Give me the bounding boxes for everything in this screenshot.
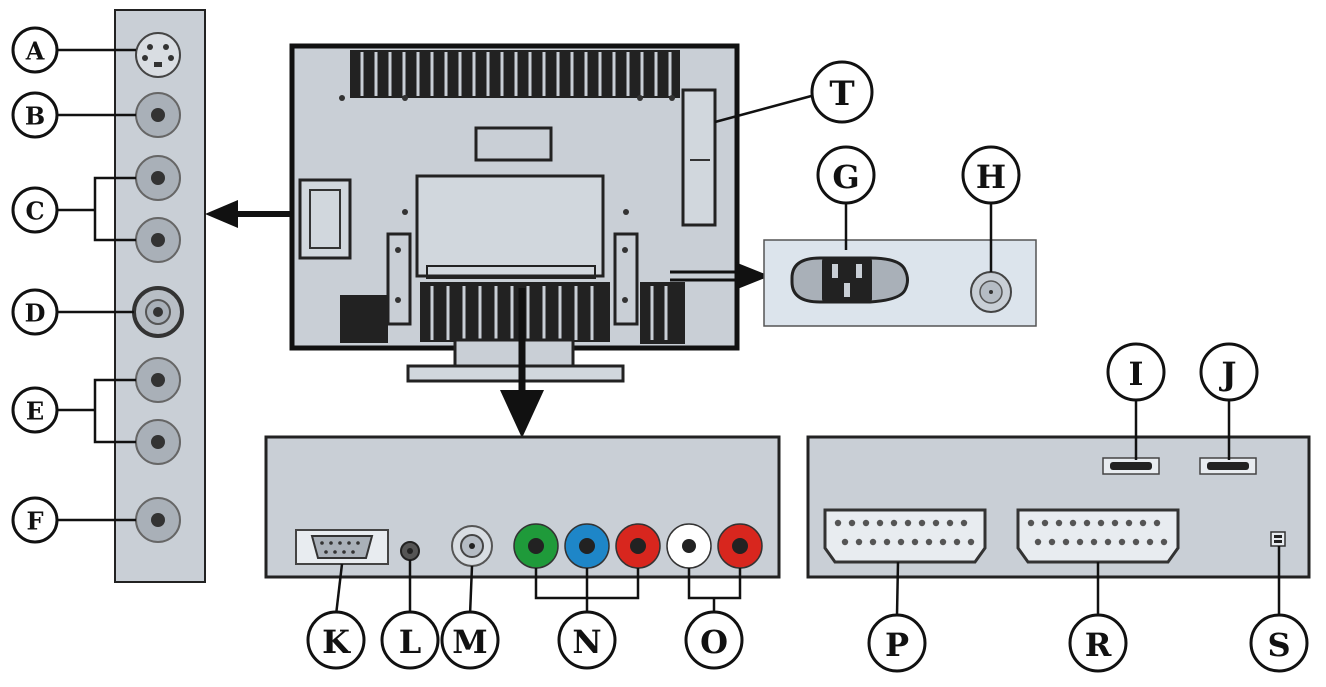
tv-back: [289, 43, 740, 383]
label-t: T: [714, 60, 874, 124]
side-jack-f: [135, 497, 181, 543]
arrow-to-bottom-panel: [500, 288, 544, 438]
svg-text:F: F: [26, 507, 43, 536]
svg-text:I: I: [1129, 355, 1144, 393]
svg-text:S: S: [1267, 626, 1290, 664]
svg-text:M: M: [452, 623, 487, 661]
svg-text:J: J: [1218, 355, 1236, 393]
svg-text:E: E: [26, 397, 44, 426]
vga-port: [295, 529, 389, 565]
coax-jack: [451, 525, 493, 567]
svg-text:N: N: [572, 623, 601, 661]
audio-mini-jack: [400, 541, 420, 561]
label-d: D: [11, 288, 59, 336]
svg-text:D: D: [25, 299, 46, 328]
label-o: O: [684, 610, 744, 670]
side-jack-d: [132, 286, 184, 338]
slot-i: [1102, 457, 1160, 475]
side-jack-e2: [135, 419, 181, 465]
label-b: B: [11, 91, 59, 139]
label-l: L: [380, 610, 440, 670]
side-jack-c1: [135, 155, 181, 201]
scart-port-2: [1016, 508, 1180, 564]
audio-jack-red: [717, 523, 763, 569]
label-g: G: [816, 145, 876, 250]
label-n: N: [557, 610, 617, 670]
svg-text:A: A: [25, 37, 45, 66]
svg-text:L: L: [399, 623, 422, 661]
label-i: I: [1106, 342, 1166, 402]
svg-text:P: P: [885, 626, 909, 664]
side-jack-c2: [135, 217, 181, 263]
component-jack-red: [615, 523, 661, 569]
audio-jack-white: [666, 523, 712, 569]
label-c: C: [11, 186, 59, 234]
label-e: E: [11, 386, 59, 434]
label-j: J: [1199, 342, 1259, 402]
side-jack-e1: [135, 357, 181, 403]
svg-text:G: G: [832, 158, 859, 196]
label-h: H: [961, 145, 1021, 272]
arrow-to-side-panel: [205, 200, 294, 228]
av-leader-lines: [334, 560, 742, 616]
slot-j: [1199, 457, 1257, 475]
label-a: A: [11, 26, 59, 74]
label-s: S: [1249, 613, 1309, 673]
svg-text:C: C: [25, 197, 44, 226]
svg-text:K: K: [322, 623, 351, 661]
svg-text:T: T: [829, 74, 854, 114]
component-jack-green: [513, 523, 559, 569]
label-f: F: [11, 496, 59, 544]
svideo-jack: [135, 32, 181, 78]
component-jack-blue: [564, 523, 610, 569]
svg-text:H: H: [976, 158, 1006, 196]
label-m: M: [440, 610, 500, 670]
svg-text:B: B: [25, 102, 45, 131]
power-socket: [790, 256, 909, 304]
arrow-to-power-panel: [670, 262, 770, 290]
switch-s: [1270, 531, 1286, 547]
label-p: P: [867, 613, 927, 673]
antenna-socket: [970, 271, 1012, 313]
label-r: R: [1068, 613, 1128, 673]
svg-text:O: O: [700, 623, 728, 661]
scart-port-1: [823, 508, 987, 564]
side-leader-lines: [58, 48, 136, 522]
side-jack-b: [135, 92, 181, 138]
label-k: K: [306, 610, 366, 670]
svg-text:R: R: [1085, 626, 1112, 664]
scart-leader-lines: [895, 400, 1281, 616]
